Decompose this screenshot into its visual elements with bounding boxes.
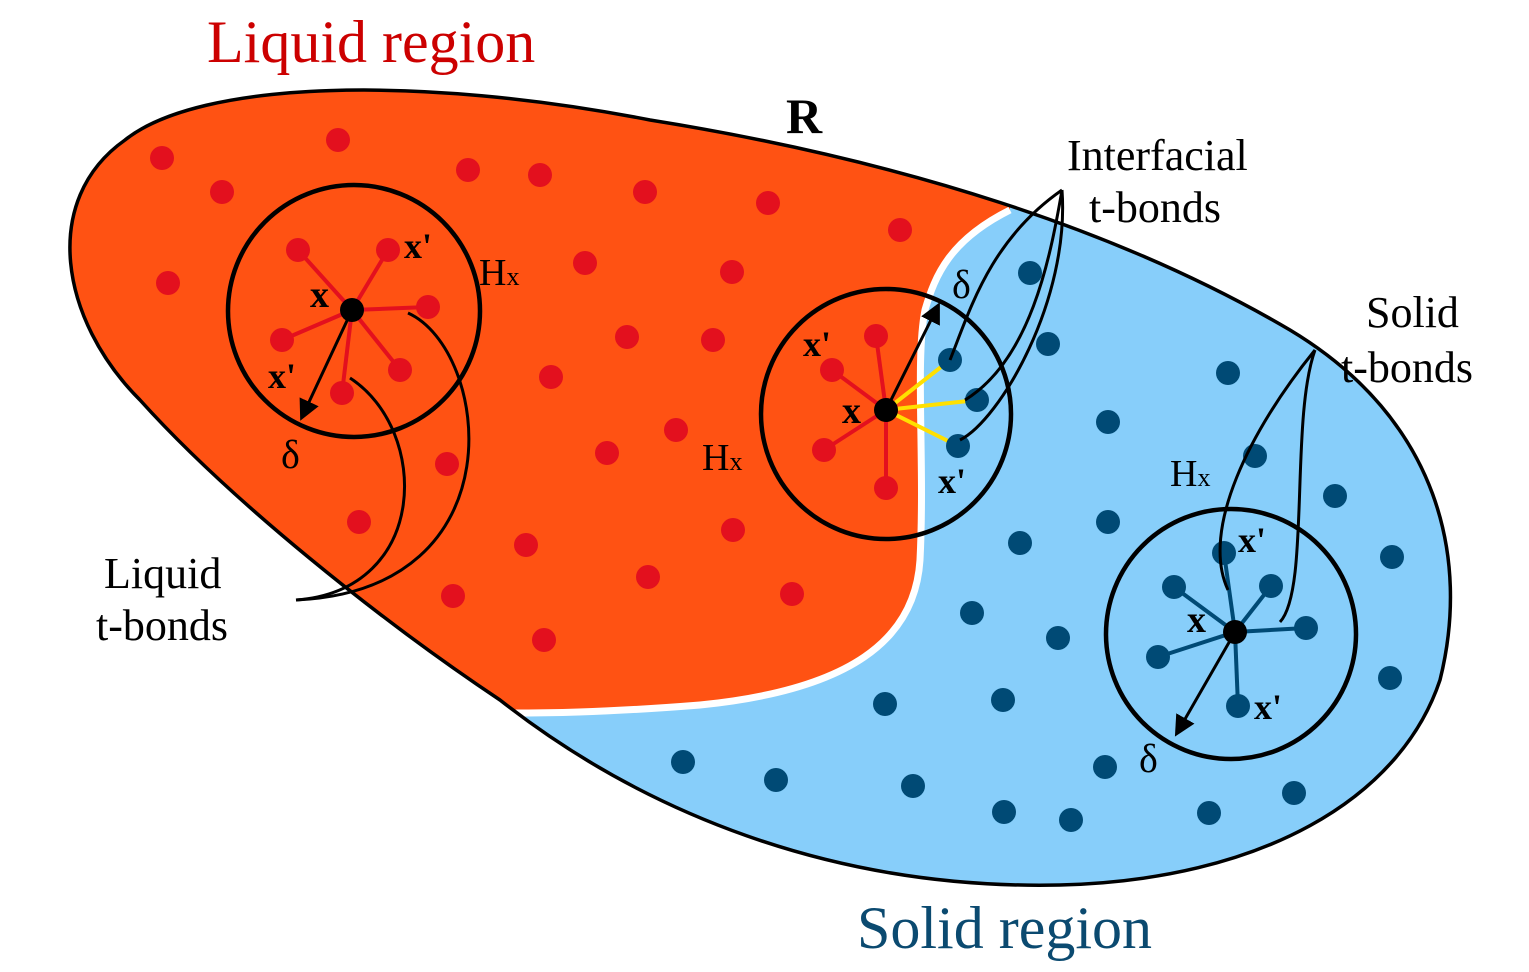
liquid-xprime-label-1: x'	[404, 226, 432, 266]
solid-region-title: Solid region	[857, 895, 1152, 961]
solid-horizon-circle	[1103, 506, 1359, 762]
interface-radius-arrow	[884, 302, 940, 411]
domain-label: R	[786, 88, 823, 144]
liquid-delta-label: δ	[281, 432, 300, 477]
solid-radius-arrow	[1174, 631, 1237, 737]
interfacial-leader-3	[959, 189, 1065, 442]
solid-tbonds-label-line1: Solid	[1366, 288, 1459, 337]
domain-outline	[68, 88, 1453, 887]
interfacial-label-line2: t-bonds	[1089, 183, 1221, 232]
liquid-tbonds-label-line2: t-bonds	[96, 601, 228, 650]
solid-leader-2	[1278, 349, 1317, 624]
interfacial-label-line1: Interfacial	[1067, 131, 1248, 180]
interface-horizon-label: Hx	[702, 437, 742, 479]
solid-horizon-label: Hx	[1170, 453, 1210, 495]
interface-horizon-circle	[758, 286, 1014, 542]
liquid-radius-arrow	[299, 309, 354, 421]
callout-leaders	[295, 188, 1317, 624]
interface-delta-label: δ	[952, 262, 971, 307]
liquid-horizon-label: Hx	[479, 252, 519, 294]
interface-horizon	[758, 286, 1014, 542]
liquid-xprime-label-2: x'	[268, 356, 296, 396]
interface-xprime-label-2: x'	[938, 461, 966, 501]
liquid-points	[150, 128, 912, 652]
solid-xprime-label-2: x'	[1254, 687, 1282, 727]
solid-delta-label: δ	[1139, 736, 1158, 781]
liquid-horizon-circle	[225, 182, 483, 440]
interface-x-label: x	[842, 390, 861, 432]
liquid-leader-2	[295, 311, 471, 602]
interfacial-bonds	[884, 358, 978, 448]
interface-xprime-label-1: x'	[803, 324, 831, 364]
liquid-t-bonds	[281, 248, 429, 394]
liquid-x-label: x	[310, 274, 329, 316]
liquid-leader-1	[295, 376, 406, 602]
liquid-tbonds-label-line1: Liquid	[104, 549, 221, 598]
interfacial-leader-1	[948, 188, 1063, 361]
solid-horizon	[1103, 506, 1359, 762]
solid-leader-1	[1218, 349, 1317, 591]
solid-xprime-label-1: x'	[1238, 520, 1266, 560]
solid-points	[671, 261, 1404, 832]
interfacial-leader-2	[964, 189, 1064, 402]
solid-x-label: x	[1187, 599, 1206, 641]
liquid-region-title: Liquid region	[207, 9, 535, 75]
liquid-horizon	[225, 182, 483, 440]
solid-tbonds-label-line2: t-bonds	[1341, 343, 1473, 392]
